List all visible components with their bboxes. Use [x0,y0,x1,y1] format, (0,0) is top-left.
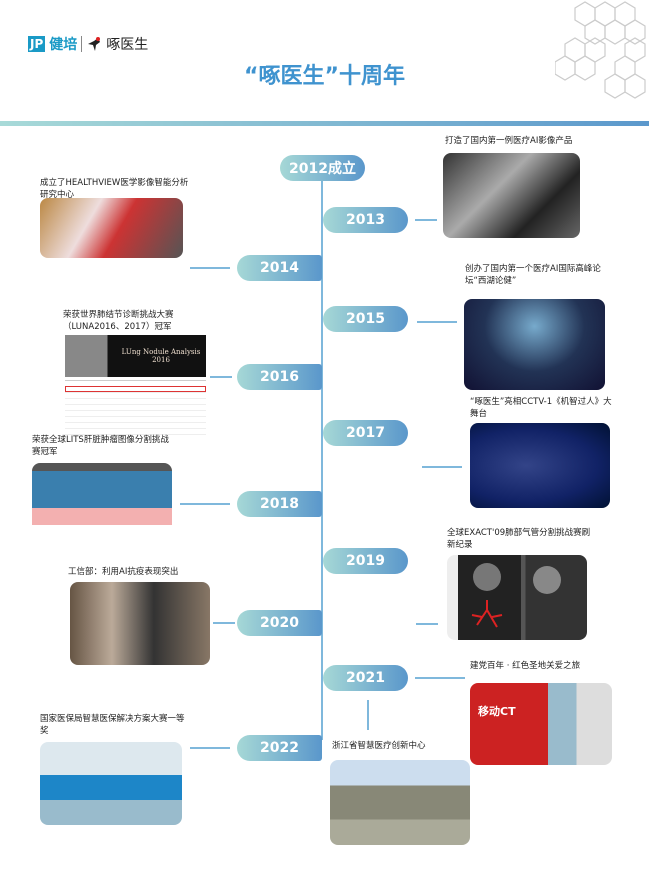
year-pill-2016: 2016 [237,364,322,390]
logo-divider [81,36,83,52]
connector [180,503,230,505]
connector [213,622,235,624]
luna-banner-text: LUng Nodule Analysis 2016 [121,348,201,364]
woodpecker-icon [88,37,101,51]
header-divider-bar [0,121,649,126]
event-image-airway-segmentation [447,555,587,640]
event-caption-2014: 成立了HEALTHVIEW医学影像智能分析研究中心 [40,178,189,200]
year-pill-2013: 2013 [323,207,408,233]
page-title: “啄医生”十周年 [244,64,405,89]
connector [190,747,230,749]
event-caption-2018: 荣获全球LITS肝脏肿瘤图像分割挑战赛冠军 [32,435,169,457]
event-caption-2013: 打造了国内第一例医疗AI影像产品 [445,136,573,146]
year-pill-2019: 2019 [323,548,408,574]
event-photo-mobile-ct: 移动CT [470,683,612,765]
year-pill-2022: 2022 [237,735,322,761]
luna-banner-image: LUng Nodule Analysis 2016 [65,335,206,377]
connector [422,466,462,468]
event-caption-2019: 全球EXACT'09肺部气管分割挑战赛刷新纪录 [447,528,591,550]
year-pill-2017: 2017 [323,420,408,446]
event-photo-ai-epidemic [70,582,210,665]
logo-product: 啄医生 [106,37,149,53]
connector [415,219,437,221]
mobile-ct-text: 移动CT [478,705,516,718]
event-caption-2021: 建党百年 · 红色圣地关爱之旅 [470,661,581,671]
event-caption-2022: 国家医保局智慧医保解决方案大赛一等奖 [40,714,185,736]
event-caption-2020: 工信部：利用AI抗疫表现突出 [68,567,179,577]
logo-brand: 健培 [49,37,78,53]
event-caption-2016: 荣获世界肺结节诊断挑战大赛（LUNA2016、2017）冠军 [63,310,174,332]
connector [190,267,230,269]
airway-tree-graphic [471,563,561,628]
event-caption-2015: 创办了国内第一个医疗AI国际高峰论坛“西湖论健” [465,264,601,286]
event-photo-medical-insurance [40,742,182,825]
year-pill-2020: 2020 [237,610,322,636]
connector [415,677,465,679]
lits-leaderboard-image [32,463,172,548]
year-pill-2018: 2018 [237,491,322,517]
connector [417,321,457,323]
timeline-start-pill: 2012成立 [280,155,365,181]
year-pill-2015: 2015 [323,306,408,332]
luna-leaderboard-image [65,380,206,436]
timeline-branch [367,700,369,730]
hexagon-pattern-decoration [555,1,646,99]
extra-caption: 浙江省智慧医疗创新中心 [332,741,426,751]
event-caption-2017: “啄医生”亮相CCTV-1《机智过人》大舞台 [470,397,612,419]
timeline-axis [321,178,323,740]
event-photo-ai-product [443,153,580,238]
year-pill-2014: 2014 [237,255,322,281]
connector [416,623,438,625]
logo-jp: JP [28,36,46,52]
event-photo-forum [464,299,605,390]
event-photo-innovation-center [330,760,470,845]
event-photo-cctv [470,423,610,508]
highlighted-row [65,386,206,392]
company-logo: JP 健培 啄医生 [28,34,148,54]
year-pill-2021: 2021 [323,665,408,691]
event-photo-research-center [40,198,183,258]
connector [210,376,232,378]
